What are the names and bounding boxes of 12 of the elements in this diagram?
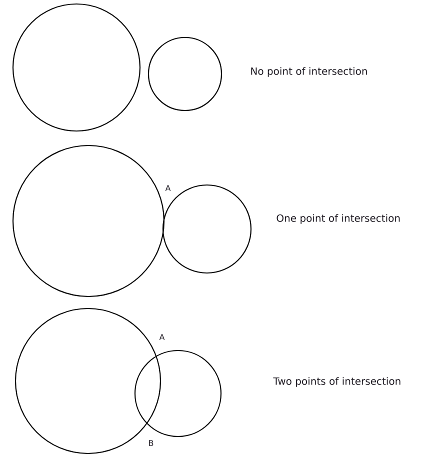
point-label: A xyxy=(159,334,165,340)
small-circle xyxy=(162,184,252,274)
small-circle xyxy=(148,36,222,112)
large-circle xyxy=(14,308,162,454)
description-text: Two points of intersection xyxy=(273,377,400,387)
large-circle xyxy=(12,144,165,298)
description-text: One point of intersection xyxy=(276,214,400,224)
large-circle xyxy=(12,3,141,132)
point-label: A xyxy=(165,185,171,191)
point-label: B xyxy=(149,440,154,446)
description-text: No point of intersection xyxy=(251,67,367,77)
small-circle xyxy=(134,350,222,438)
